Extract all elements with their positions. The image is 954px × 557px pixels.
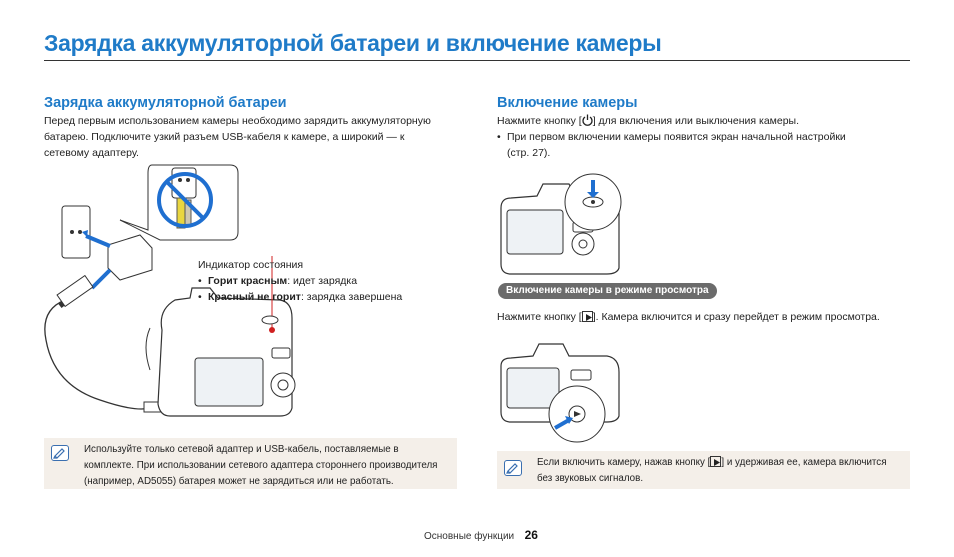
camera-power-illustration bbox=[500, 173, 622, 275]
camera-illustration-left bbox=[145, 256, 296, 417]
note-line: без звуковых сигналов. bbox=[537, 473, 644, 484]
prohibited-bubble bbox=[119, 164, 239, 241]
first-on-bullet: При первом включении камеры появится экр… bbox=[497, 129, 909, 161]
right-note: Если включить камеру, нажав кнопку [] и … bbox=[497, 451, 910, 489]
page-title: Зарядка аккумуляторной батареи и включен… bbox=[44, 30, 662, 56]
play-icon bbox=[581, 311, 593, 322]
note-line: Используйте только сетевой адаптер и USB… bbox=[84, 444, 399, 455]
wall-socket bbox=[61, 205, 91, 259]
camera-playback-illustration bbox=[500, 343, 620, 443]
page-number: 26 bbox=[524, 528, 538, 542]
indicator-label: Индикатор состояния bbox=[198, 259, 304, 271]
left-heading: Зарядка аккумуляторной батареи bbox=[44, 95, 287, 111]
intro-line: Перед первым использованием камеры необх… bbox=[44, 115, 431, 127]
power-icon bbox=[582, 114, 593, 126]
note-line: Если включить камеру, нажав кнопку [] и … bbox=[537, 456, 887, 468]
usb-cable bbox=[44, 299, 151, 410]
intro-line: батарею. Подключите узкий разъем USB-каб… bbox=[44, 131, 405, 143]
page-footer: Основные функции 26 bbox=[424, 526, 538, 544]
left-note: Используйте только сетевой адаптер и USB… bbox=[44, 438, 457, 489]
left-intro: Перед первым использованием камеры необх… bbox=[44, 113, 464, 161]
playback-label: Включение камеры в режиме просмотра bbox=[498, 283, 717, 299]
footer-section: Основные функции bbox=[424, 531, 515, 542]
indicator-block: Индикатор состояния Горит красным: идет … bbox=[198, 257, 458, 305]
prohibited-icon bbox=[157, 172, 213, 228]
right-heading: Включение камеры bbox=[497, 95, 638, 111]
title-rule bbox=[44, 60, 910, 61]
play-icon bbox=[710, 456, 722, 467]
arrow-icon bbox=[85, 234, 111, 248]
press-line: Нажмите кнопку [] для включения или выкл… bbox=[497, 114, 800, 127]
note-line: комплекте. При использовании сетевого ад… bbox=[84, 460, 438, 471]
ac-adapter bbox=[107, 234, 153, 281]
charging-illustration bbox=[44, 164, 296, 417]
indicator-item: Горит красным: идет зарядка bbox=[198, 273, 458, 289]
note-pencil-icon bbox=[51, 445, 69, 461]
intro-line: сетевому адаптеру. bbox=[44, 147, 139, 159]
indicator-item: Красный не горит: зарядка завершена bbox=[198, 289, 458, 305]
playback-line: Нажмите кнопку []. Камера включится и ср… bbox=[497, 311, 880, 323]
note-pencil-icon bbox=[504, 460, 522, 476]
right-intro: Нажмите кнопку [] для включения или выкл… bbox=[497, 113, 909, 161]
note-line: (например, AD5055) батарея может не заря… bbox=[84, 476, 394, 487]
